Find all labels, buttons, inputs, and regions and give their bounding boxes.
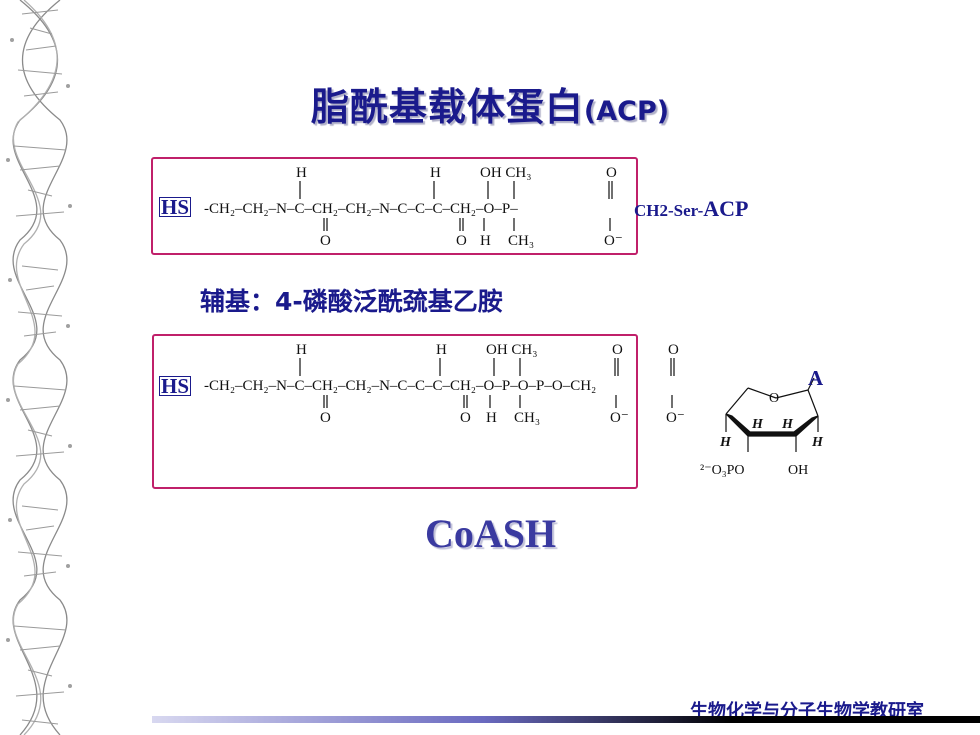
svg-text:O: O: [668, 342, 679, 358]
svg-text:H: H: [811, 435, 824, 450]
svg-text:O: O: [320, 233, 331, 249]
svg-text:H: H: [719, 435, 732, 450]
coa-formula: -CH₂–CH₂–N–C–CH₂–CH₂–N–C–C–C–CH₂–O–P–O–P…: [204, 342, 824, 478]
acp-structure-box: [151, 157, 638, 255]
prosthetic-group-caption: 辅基：4-磷酸泛酰巯基乙胺: [200, 287, 503, 316]
svg-text:H: H: [436, 342, 447, 358]
svg-text:H: H: [781, 417, 794, 432]
svg-text:-CH₂–CH₂–N–C–CH₂–CH₂–N–C–C–C–C: -CH₂–CH₂–N–C–CH₂–CH₂–N–C–C–C–CH₂–O–P–: [204, 201, 518, 217]
svg-text:CH₃: CH₃: [508, 233, 534, 249]
acp-hs-label: HS: [159, 195, 192, 219]
title-text: 脂酰基载体蛋白: [310, 85, 584, 129]
coa-hs-label: HS: [159, 374, 192, 398]
svg-text:H: H: [430, 165, 441, 181]
adenine-label: A: [808, 366, 824, 390]
coa-hydroxyl-label: OH: [788, 463, 808, 478]
svg-text:O: O: [612, 342, 623, 358]
title-abbreviation: (ACP): [583, 96, 670, 127]
acp-tail-serine: CH2-Ser-: [634, 201, 704, 220]
svg-text:O⁻: O⁻: [666, 410, 685, 426]
svg-text:H: H: [480, 233, 491, 249]
svg-text:O: O: [769, 391, 779, 406]
svg-text:O⁻: O⁻: [610, 410, 629, 426]
svg-text:H: H: [486, 410, 497, 426]
svg-text:OH CH₃: OH CH₃: [486, 342, 537, 358]
slide-title: 脂酰基载体蛋白(ACP): [0, 76, 980, 132]
dna-helix-decoration: [6, 0, 72, 735]
svg-text:O: O: [460, 410, 471, 426]
svg-text:OH CH₃: OH CH₃: [480, 165, 531, 181]
svg-text:O: O: [606, 165, 617, 181]
acp-tail-label: CH2-Ser-ACP: [634, 196, 748, 222]
coa-structure-box: [152, 334, 638, 489]
svg-text:CH₃: CH₃: [514, 410, 540, 426]
footer-divider: [152, 716, 980, 723]
svg-text:O⁻: O⁻: [604, 233, 623, 249]
svg-text:H: H: [751, 417, 764, 432]
coash-label: CoASH: [425, 511, 557, 556]
acp-tail-acp: ACP: [703, 196, 749, 221]
svg-text:-CH₂–CH₂–N–C–CH₂–CH₂–N–C–C–C–C: -CH₂–CH₂–N–C–CH₂–CH₂–N–C–C–C–CH₂–O–P–O–P…: [204, 378, 596, 394]
svg-text:O: O: [320, 410, 331, 426]
svg-text:H: H: [296, 342, 307, 358]
svg-text:H: H: [296, 165, 307, 181]
svg-text:O: O: [456, 233, 467, 249]
coa-phosphate-label: ²⁻O₃PO: [700, 463, 744, 478]
acp-pantetheine-formula: -CH₂–CH₂–N–C–CH₂–CH₂–N–C–C–C–CH₂–O–P– H …: [204, 165, 623, 249]
